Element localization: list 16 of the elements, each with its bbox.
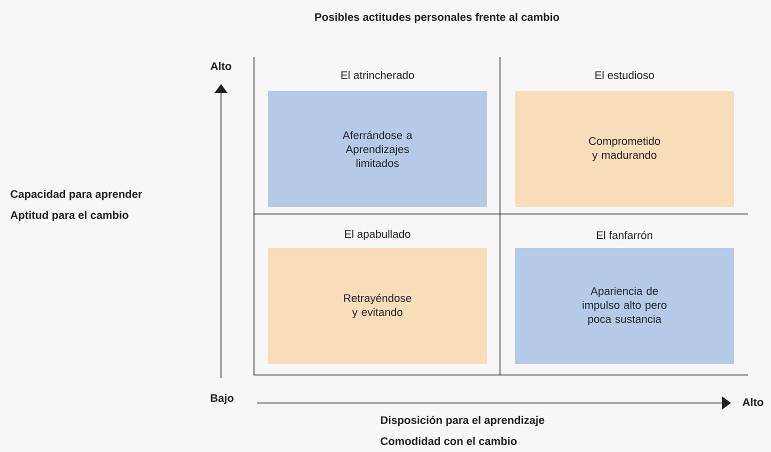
axis-label: Aptitud para el cambio <box>10 210 128 222</box>
quadrant-title: El apabullado <box>345 230 410 240</box>
axis-label: Bajo <box>210 394 234 404</box>
axis-label: Capacidad para aprender <box>10 190 142 200</box>
quadrant-title: El atrincherado <box>341 70 414 80</box>
quadrant-box: Aferrándose a Aprendizajes limitados <box>268 91 487 207</box>
axis-label: Disposición para el aprendizaje <box>380 416 544 426</box>
quadrant-box: Comprometido y madurando <box>515 91 734 207</box>
quadrant-title: El fanfarrón <box>596 230 652 240</box>
quadrant-box: Retrayéndose y evitando <box>268 248 487 364</box>
axis-label: Alto <box>210 62 232 70</box>
chart-title: Posibles actitudes personales frente al cambio <box>315 12 560 24</box>
axis-label: Alto <box>742 398 764 406</box>
quadrant-box: Apariencia de impulso alto pero poca sustancia <box>515 248 734 364</box>
quadrant-title: El estudioso <box>595 70 654 80</box>
axis-label: Comodidad con el cambio <box>380 436 517 446</box>
